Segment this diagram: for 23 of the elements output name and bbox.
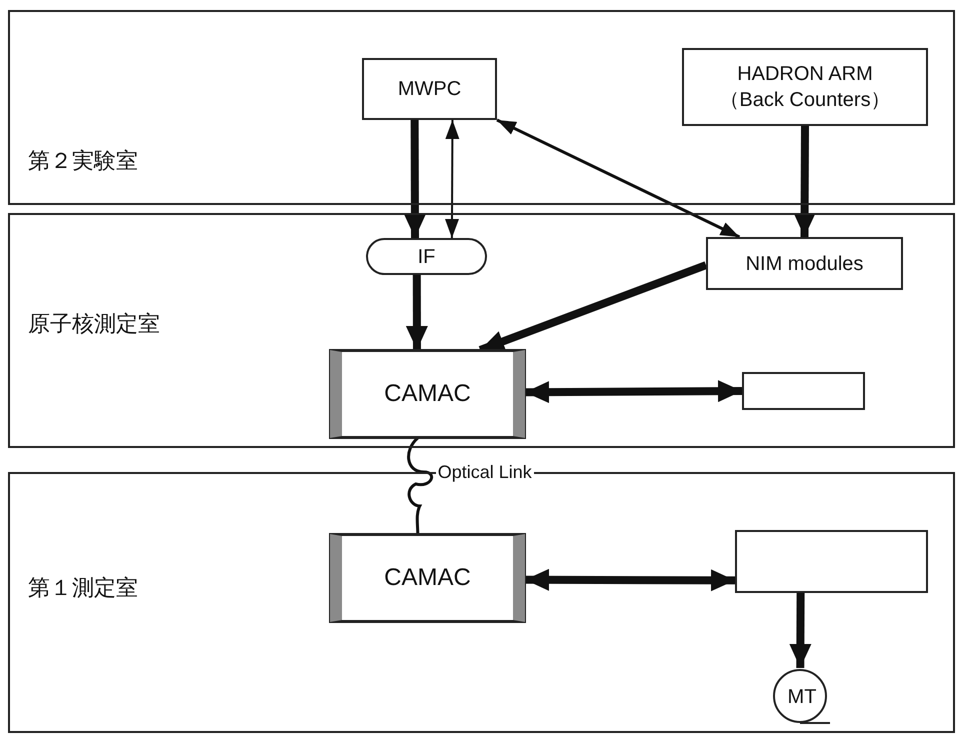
process-box: HADRON ARM （Back Counters） [682, 48, 928, 126]
arrow [496, 118, 740, 238]
process-box: MWPC [362, 58, 497, 120]
arrow [789, 592, 812, 668]
room-band [8, 213, 955, 448]
interface-pill: IF [366, 238, 487, 275]
arrow [525, 568, 735, 592]
edge-label: Optical Link [436, 462, 534, 483]
arrow [445, 120, 460, 238]
room-band [8, 10, 955, 205]
arrow [404, 120, 426, 238]
process-box [735, 530, 928, 593]
process-box: NIM modules [706, 237, 903, 290]
arrow [524, 380, 742, 404]
room-label: 第１測定室 [28, 574, 138, 602]
process-box [742, 372, 865, 410]
crate-box: CAMAC [330, 534, 525, 622]
arrow [794, 126, 816, 238]
room-label: 第２実験室 [28, 147, 138, 175]
crate-box: CAMAC [330, 350, 525, 438]
arrow [406, 274, 428, 350]
room-label: 原子核測定室 [28, 310, 160, 338]
cable-line [407, 436, 434, 534]
